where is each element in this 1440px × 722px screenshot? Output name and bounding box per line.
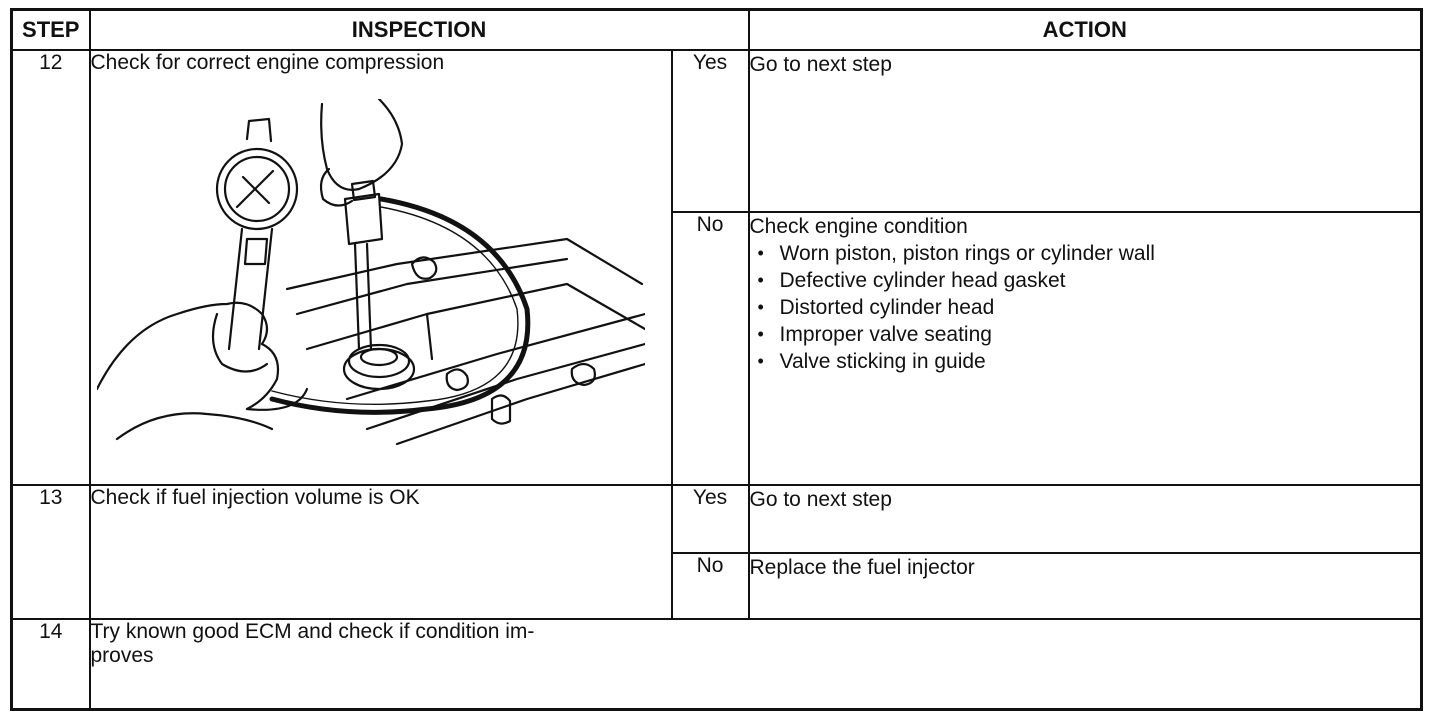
yes-action: Go to next step xyxy=(747,484,1423,554)
list-item: Improper valve seating xyxy=(758,321,1421,348)
no-label: No xyxy=(670,211,750,486)
inspection-text-line1: Try known good ECM and check if conditio… xyxy=(90,620,535,643)
condition-list: Worn piston, piston rings or cylinder wa… xyxy=(750,240,1421,375)
header-action: ACTION xyxy=(747,8,1423,51)
yes-label: Yes xyxy=(670,49,750,213)
no-action-text: Check engine condition xyxy=(749,215,968,238)
step-number: 13 xyxy=(10,484,91,620)
diagnostic-table: STEP INSPECTION ACTION 12 Check for corr… xyxy=(10,8,1423,711)
inspection-text: Check for correct engine compression xyxy=(90,51,445,74)
step-number: 12 xyxy=(10,49,91,486)
no-label: No xyxy=(670,552,750,620)
table-row: 14 Try known good ECM and check if condi… xyxy=(10,618,1422,710)
diagnostic-table-frame: STEP INSPECTION ACTION 12 Check for corr… xyxy=(10,8,1423,712)
no-action: Replace the fuel injector xyxy=(747,552,1423,620)
list-item: Defective cylinder head gasket xyxy=(758,267,1421,294)
header-step: STEP xyxy=(10,8,91,51)
yes-action: Go to next step xyxy=(747,49,1423,213)
compression-gauge-illustration xyxy=(96,99,645,446)
table-row: 13 Check if fuel injection volume is OK … xyxy=(10,484,1423,620)
table-row: 12 Check for correct engine compression xyxy=(10,49,1423,486)
list-item: Valve sticking in guide xyxy=(758,348,1421,375)
step-number: 14 xyxy=(10,618,91,710)
list-item: Worn piston, piston rings or cylinder wa… xyxy=(758,240,1421,267)
inspection-text-line2: proves xyxy=(90,644,154,667)
inspection-cell: Try known good ECM and check if conditio… xyxy=(88,618,1422,710)
table-row: No Check engine condition Worn piston, p… xyxy=(12,211,1423,486)
inspection-text: Check if fuel injection volume is OK xyxy=(88,484,673,620)
no-action-cell: Check engine condition Worn piston, pist… xyxy=(747,211,1423,486)
header-inspection: INSPECTION xyxy=(88,8,750,51)
table-row: No Replace the fuel injector xyxy=(12,552,1423,620)
inspection-cell: Check for correct engine compression xyxy=(88,49,673,486)
yes-label: Yes xyxy=(670,484,750,554)
header-row: STEP INSPECTION ACTION xyxy=(10,8,1423,51)
list-item: Distorted cylinder head xyxy=(758,294,1421,321)
